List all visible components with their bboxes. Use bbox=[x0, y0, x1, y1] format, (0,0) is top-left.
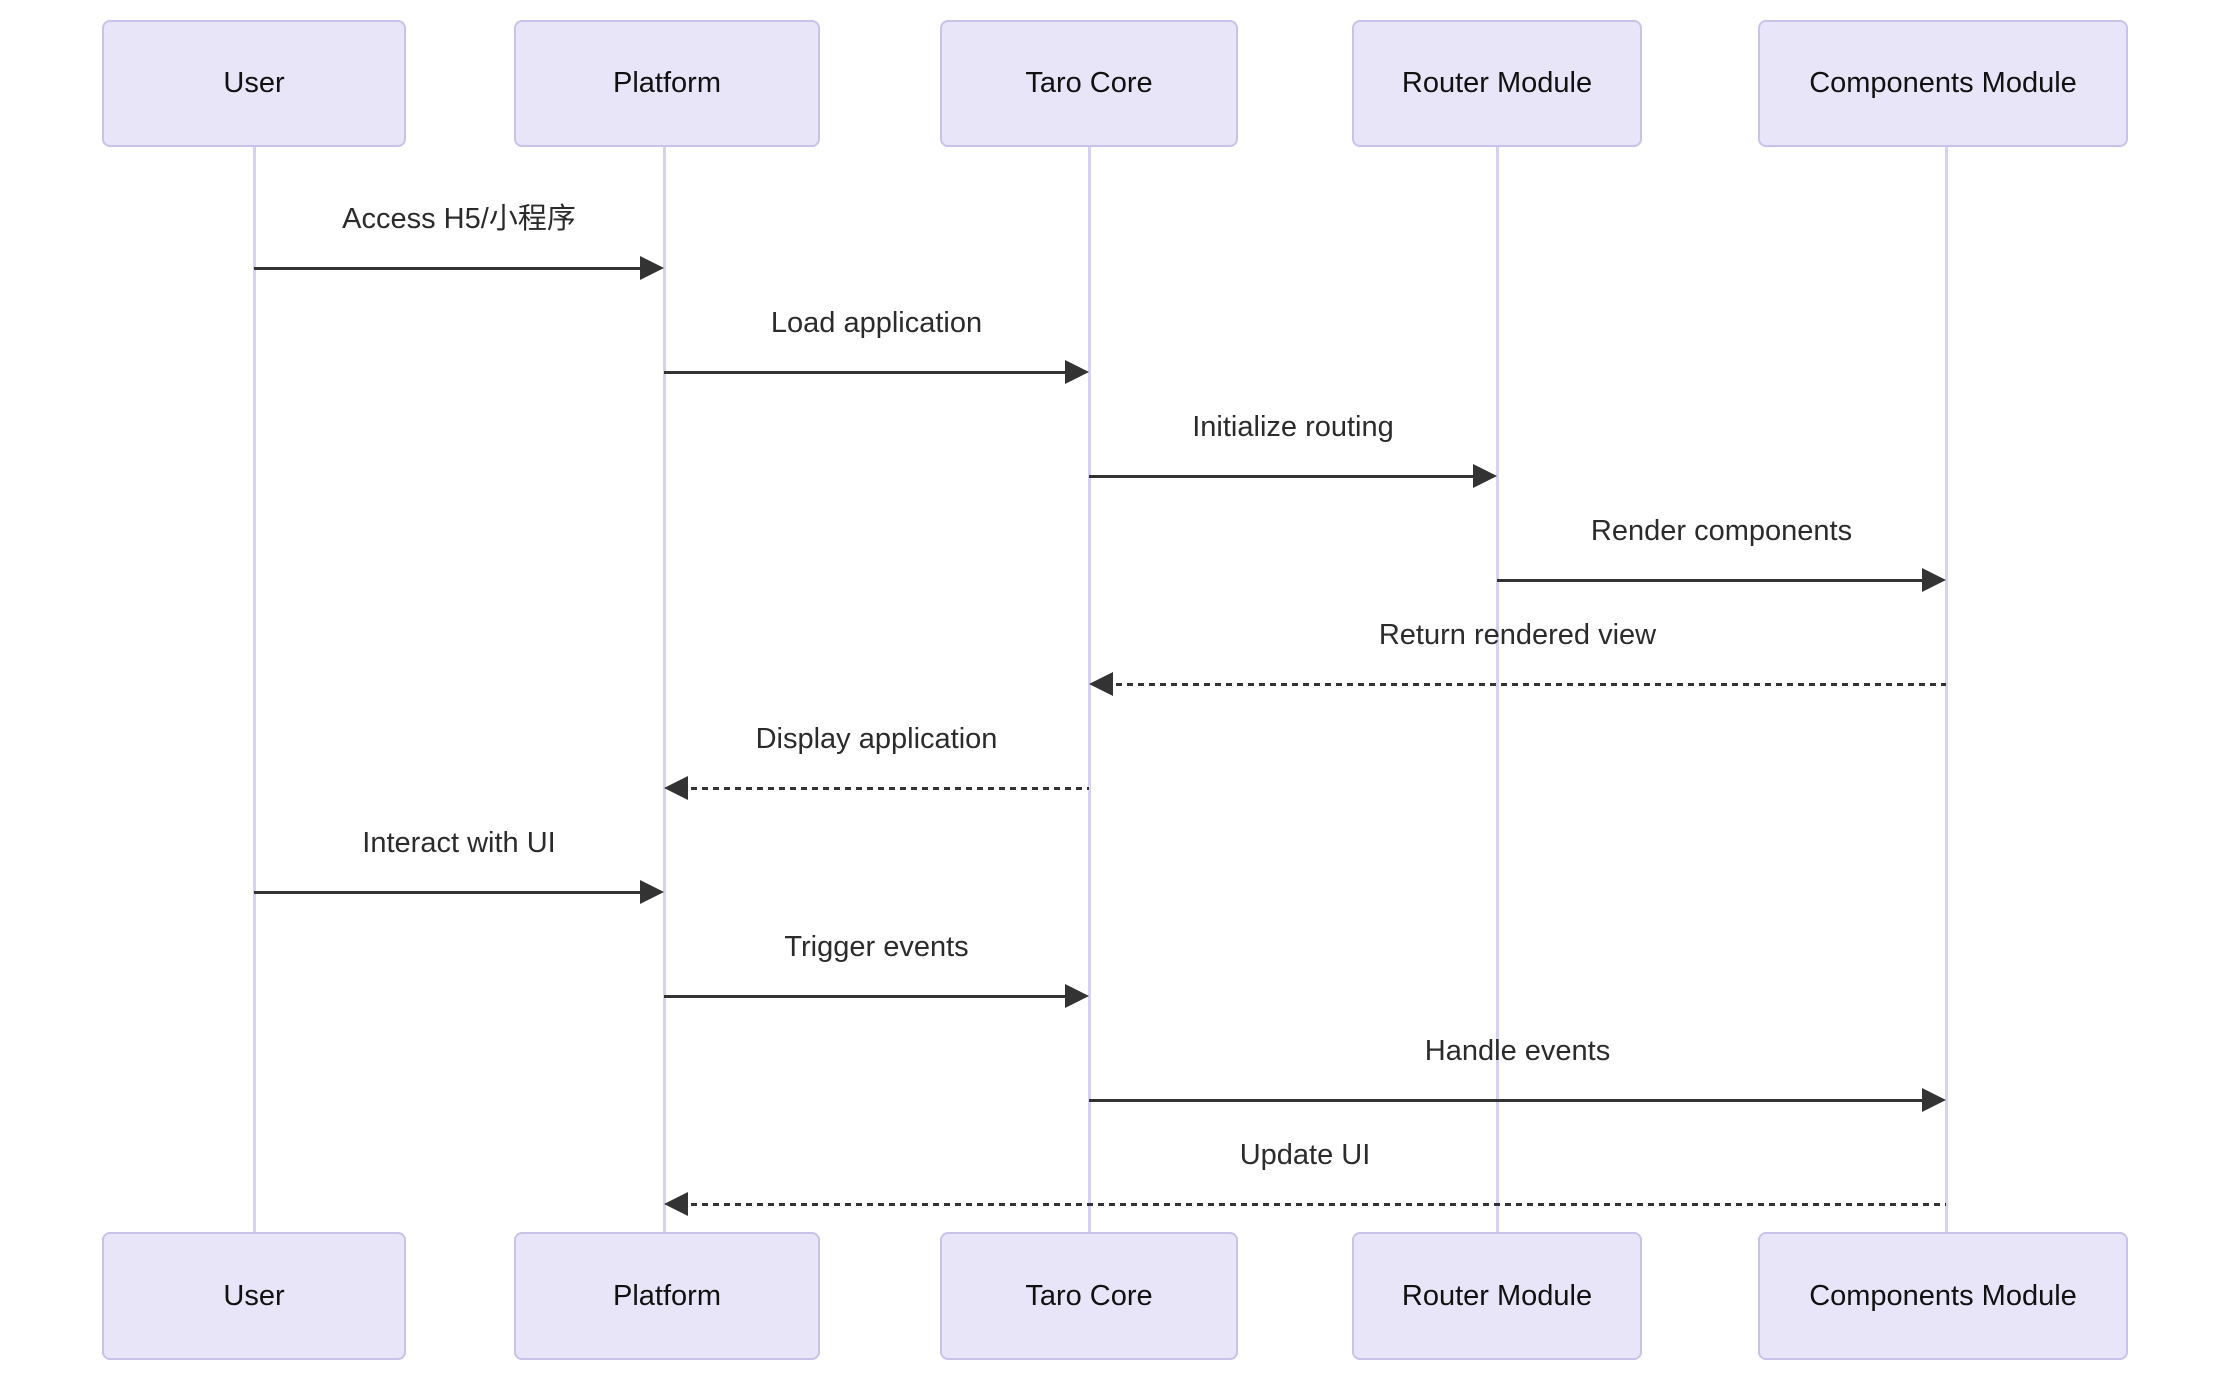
actor-label: Platform bbox=[613, 67, 721, 99]
lifeline-router-module bbox=[1495, 147, 1499, 1232]
lifeline-platform bbox=[662, 147, 666, 1232]
actor-top-components-module: Components Module bbox=[1758, 20, 2128, 147]
message-label: Render components bbox=[1590, 515, 1853, 547]
actor-top-router-module: Router Module bbox=[1352, 20, 1642, 147]
actor-bottom-components-module: Components Module bbox=[1758, 1232, 2128, 1360]
arrowhead bbox=[1922, 1088, 1946, 1112]
message-label: Display application bbox=[755, 723, 998, 755]
arrowhead bbox=[640, 256, 664, 280]
actor-label: Taro Core bbox=[1025, 67, 1153, 99]
message-label: Update UI bbox=[1239, 1139, 1371, 1171]
message-line bbox=[1497, 578, 1930, 582]
message-label: Trigger events bbox=[784, 931, 969, 963]
actor-label: Router Module bbox=[1401, 67, 1593, 99]
arrowhead bbox=[1089, 672, 1113, 696]
actor-label: User bbox=[223, 1279, 285, 1312]
actor-bottom-platform: Platform bbox=[514, 1232, 820, 1360]
message-label: Handle events bbox=[1424, 1035, 1611, 1067]
message-label: Initialize routing bbox=[1192, 411, 1394, 443]
actor-label: Taro Core bbox=[1025, 1279, 1153, 1312]
actor-label: Router Module bbox=[1401, 1279, 1593, 1312]
actor-bottom-user: User bbox=[102, 1232, 406, 1360]
message-label: Access H5/小程序 bbox=[342, 203, 576, 235]
arrowhead bbox=[664, 1192, 688, 1216]
actor-top-user: User bbox=[102, 20, 406, 147]
actor-top-taro-core: Taro Core bbox=[940, 20, 1238, 147]
message-line bbox=[664, 370, 1073, 374]
actor-bottom-taro-core: Taro Core bbox=[940, 1232, 1238, 1360]
arrowhead bbox=[1065, 360, 1089, 384]
message-line bbox=[1105, 682, 1946, 686]
actor-top-platform: Platform bbox=[514, 20, 820, 147]
message-line bbox=[664, 994, 1073, 998]
message-line bbox=[680, 786, 1089, 790]
message-label: Load application bbox=[770, 307, 983, 339]
message-label: Return rendered view bbox=[1378, 619, 1657, 651]
arrowhead bbox=[664, 776, 688, 800]
actor-label: Platform bbox=[613, 1279, 721, 1312]
actor-label: Components Module bbox=[1809, 67, 2077, 99]
message-label: Interact with UI bbox=[362, 827, 556, 859]
lifeline-user bbox=[252, 147, 256, 1232]
message-line bbox=[254, 890, 648, 894]
arrowhead bbox=[1922, 568, 1946, 592]
message-line bbox=[1089, 474, 1481, 478]
arrowhead bbox=[1473, 464, 1497, 488]
arrowhead bbox=[1065, 984, 1089, 1008]
actor-bottom-router-module: Router Module bbox=[1352, 1232, 1642, 1360]
lifeline-components-module bbox=[1944, 147, 1948, 1232]
actor-label: Components Module bbox=[1809, 1279, 2077, 1312]
arrowhead bbox=[640, 880, 664, 904]
message-line bbox=[1089, 1098, 1930, 1102]
message-line bbox=[254, 266, 648, 270]
message-line bbox=[680, 1202, 1946, 1206]
actor-label: User bbox=[223, 67, 285, 99]
